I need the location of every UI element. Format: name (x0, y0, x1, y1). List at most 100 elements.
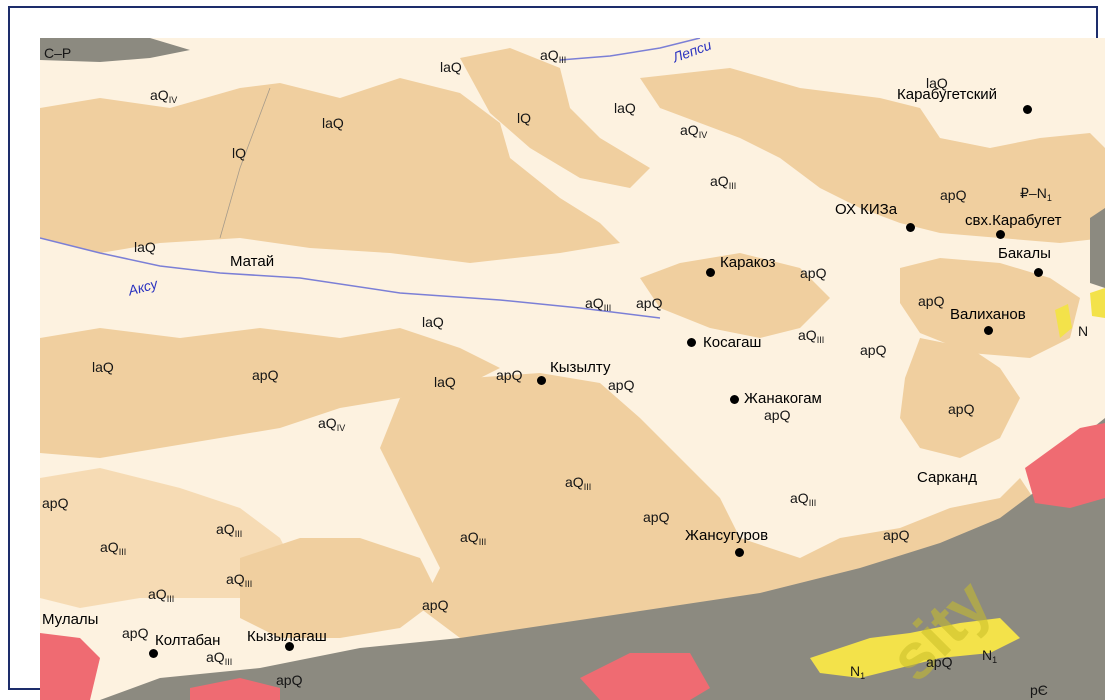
settlement-marker[interactable] (687, 338, 696, 347)
unit-text: aQ (216, 521, 235, 537)
settlement-label-svxkarabuget: свх.Карабугет (965, 212, 1062, 229)
unit-label-lq: lQ (232, 145, 246, 161)
unit-sub: III (558, 55, 567, 65)
plain-east (900, 338, 1020, 458)
unit-text: aQ (148, 586, 167, 602)
map-frame: sity C–P aQIII aQIV laQ laQ lQ lQ laQ la… (8, 6, 1105, 700)
unit-label-apq: apQ (608, 377, 635, 393)
unit-text: aQ (150, 87, 169, 103)
plain-south-west-2 (240, 538, 440, 638)
unit-sub: III (728, 181, 737, 191)
unit-label-laq: laQ (434, 374, 456, 390)
unit-label-lq: lQ (517, 110, 531, 126)
unit-text: aQ (206, 649, 225, 665)
unit-label-apq: apQ (918, 293, 945, 309)
granite-south-west (40, 633, 100, 700)
settlement-label-kosagash: Косагаш (703, 334, 762, 351)
neogene-east (1055, 304, 1072, 338)
unit-sub: IV (336, 423, 346, 433)
unit-label-apq: apQ (764, 407, 791, 423)
unit-label-apq: apQ (496, 367, 523, 383)
settlement-marker[interactable] (149, 649, 158, 658)
neogene-south (810, 618, 1020, 678)
unit-label-apq: apQ (252, 367, 279, 383)
unit-text: aQ (540, 47, 559, 63)
settlement-marker[interactable] (906, 223, 915, 232)
unit-sub: III (603, 303, 612, 313)
granite-east (1025, 423, 1105, 508)
unit-label-apq: apQ (276, 672, 303, 688)
mountain-ne (1090, 208, 1105, 288)
settlement-marker[interactable] (1034, 268, 1043, 277)
unit-text: aQ (710, 173, 729, 189)
lake-plain-north (460, 48, 650, 188)
settlement-label-valikhanov: Валиханов (950, 306, 1026, 323)
settlement-marker[interactable] (1023, 105, 1032, 114)
unit-label-apq: apQ (926, 654, 953, 670)
settlement-label-karakoz: Каракоз (720, 254, 776, 271)
unit-label-laq: laQ (926, 75, 948, 91)
lake-plain-west (40, 78, 620, 263)
unit-label-aq3: aQIII (460, 530, 486, 547)
unit-sub: III (478, 537, 487, 547)
unit-text: aQ (585, 295, 604, 311)
unit-label-apq: apQ (940, 187, 967, 203)
unit-label-aq3: aQIII (100, 540, 126, 557)
plain-north-east (640, 68, 1105, 243)
settlement-label-kyzyltu: Кызылту (550, 359, 611, 376)
unit-sub: III (224, 657, 233, 667)
geological-map[interactable]: sity C–P aQIII aQIV laQ laQ lQ lQ laQ la… (40, 38, 1105, 700)
settlement-label-matai: Матай (230, 253, 275, 270)
settlement-marker[interactable] (285, 642, 294, 651)
unit-label-aq4: aQIV (680, 123, 707, 140)
settlement-label-koltaban: Колтабан (155, 632, 221, 649)
unit-label-apq: apQ (122, 625, 149, 641)
settlement-marker[interactable] (996, 230, 1005, 239)
unit-label-cp: C–P (44, 45, 72, 61)
unit-text: aQ (680, 122, 699, 138)
unit-label-aq3: aQIII (710, 174, 736, 191)
granite-south-west-2 (190, 678, 280, 700)
settlement-label-zhansugurov: Жансугуров (685, 527, 769, 544)
unit-sub: 1 (1046, 193, 1052, 203)
granite-south (580, 653, 710, 700)
settlement-marker[interactable] (735, 548, 744, 557)
unit-text: ₽–N (1020, 185, 1047, 201)
settlement-label-mulaly: Мулалы (42, 611, 99, 628)
plain-south-west (40, 468, 300, 608)
settlement-label-bakaly: Бакалы (998, 245, 1051, 262)
unit-label-apq: apQ (860, 342, 887, 358)
settlement-marker[interactable] (706, 268, 715, 277)
unit-label-laq: laQ (322, 115, 344, 131)
unit-label-aq3: aQIII (565, 475, 591, 492)
settlement-marker[interactable] (984, 326, 993, 335)
unit-sub: III (166, 594, 175, 604)
river-lepsi (559, 38, 701, 61)
unit-sub: III (816, 335, 825, 345)
fault-line (219, 87, 271, 239)
unit-text: aQ (565, 474, 584, 490)
unit-label-laq: laQ (422, 314, 444, 330)
settlement-label-karabuget: Карабугетский (897, 86, 998, 103)
unit-label-aq3: aQIII (585, 296, 611, 313)
unit-text: aQ (100, 539, 119, 555)
unit-label-apq: apQ (643, 509, 670, 525)
unit-label-pn: ₽–N1 (1020, 186, 1052, 203)
unit-label-apq: apQ (883, 527, 910, 543)
settlement-marker[interactable] (730, 395, 739, 404)
unit-label-aq3: aQIII (148, 587, 174, 604)
unit-label-aq3: aQIII (216, 522, 242, 539)
unit-label-aq4: aQIV (318, 416, 345, 433)
unit-label-laq: laQ (92, 359, 114, 375)
settlement-marker[interactable] (537, 376, 546, 385)
unit-label-pc: pЄ (1030, 682, 1048, 698)
unit-label-n1: N1 (982, 648, 997, 665)
settlement-label-oxkiza: ОХ КИЗа (835, 201, 898, 218)
plain-central (640, 253, 830, 338)
map-surface (40, 38, 1105, 700)
unit-label-aq3: aQIII (790, 491, 816, 508)
unit-sub: 1 (992, 655, 998, 665)
unit-label-laq: laQ (440, 59, 462, 75)
unit-text: aQ (790, 490, 809, 506)
unit-sub: 1 (860, 671, 866, 681)
